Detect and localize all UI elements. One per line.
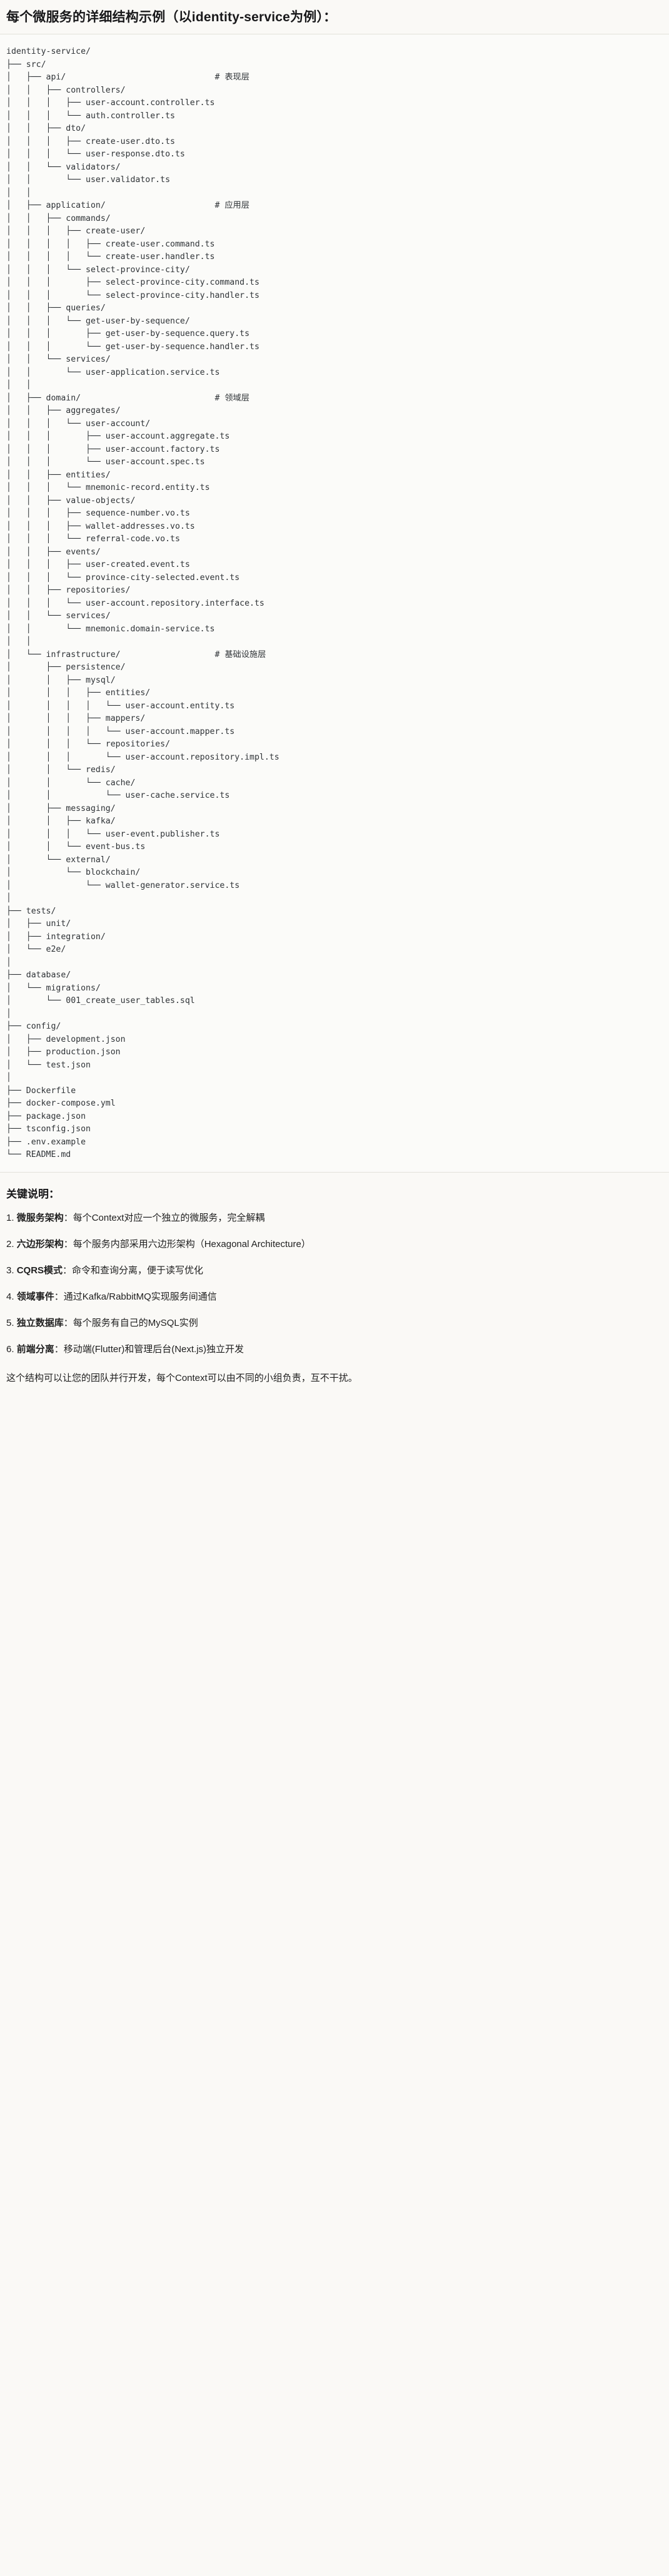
key-point-separator: ： xyxy=(63,1317,73,1328)
key-point-term: CQRS模式 xyxy=(16,1265,63,1276)
closing-paragraph: 这个结构可以让您的团队并行开发，每个Context可以由不同的小组负责，互不干扰… xyxy=(6,1372,358,1383)
key-point-separator: ： xyxy=(63,1265,73,1276)
key-point-item: 1. 微服务架构：每个Context对应一个独立的微服务，完全解耦 xyxy=(6,1211,663,1226)
key-point-description: 通过Kafka/RabbitMQ实现服务间通信 xyxy=(63,1291,217,1302)
key-point-item: 6. 前端分离：移动端(Flutter)和管理后台(Next.js)独立开发 xyxy=(6,1342,663,1357)
key-point-term: 六边形架构 xyxy=(16,1238,64,1250)
page-title: 每个微服务的详细结构示例（以identity-service为例）： xyxy=(6,10,337,24)
key-point-separator: ： xyxy=(63,1238,73,1250)
key-point-term: 领域事件 xyxy=(16,1291,54,1302)
key-point-description: 移动端(Flutter)和管理后台(Next.js)独立开发 xyxy=(63,1343,244,1355)
document-page: 每个微服务的详细结构示例（以identity-service为例）： ident… xyxy=(0,10,669,1398)
key-point-number: 3. xyxy=(6,1265,14,1276)
key-point-term: 独立数据库 xyxy=(16,1317,64,1328)
key-point-number: 4. xyxy=(6,1291,14,1302)
key-point-item: 3. CQRS模式：命令和查询分离，便于读写优化 xyxy=(6,1263,663,1278)
key-point-number: 5. xyxy=(6,1317,14,1328)
key-point-item: 2. 六边形架构：每个服务内部采用六边形架构（Hexagonal Archite… xyxy=(6,1237,663,1252)
directory-tree-block: identity-service/ ├── src/ │ ├── api/ # … xyxy=(0,34,669,1172)
key-point-number: 6. xyxy=(6,1343,14,1355)
divider-bottom xyxy=(0,1171,669,1173)
key-point-term: 前端分离 xyxy=(16,1343,54,1355)
directory-tree: identity-service/ ├── src/ │ ├── api/ # … xyxy=(6,47,279,1160)
key-point-separator: ： xyxy=(63,1212,73,1223)
key-point-number: 1. xyxy=(6,1212,14,1223)
key-point-description: 每个服务有自己的MySQL实例 xyxy=(73,1317,198,1328)
key-point-number: 2. xyxy=(6,1238,14,1250)
key-point-item: 4. 领域事件：通过Kafka/RabbitMQ实现服务间通信 xyxy=(6,1290,663,1305)
key-point-description: 每个服务内部采用六边形架构（Hexagonal Architecture） xyxy=(73,1238,311,1250)
key-point-term: 微服务架构 xyxy=(16,1212,64,1223)
key-points-heading: 关键说明： xyxy=(6,1188,59,1200)
key-point-separator: ： xyxy=(54,1343,64,1355)
key-point-separator: ： xyxy=(54,1291,64,1302)
key-point-description: 每个Context对应一个独立的微服务，完全解耦 xyxy=(73,1212,265,1223)
key-point-item: 5. 独立数据库：每个服务有自己的MySQL实例 xyxy=(6,1316,663,1331)
key-point-description: 命令和查询分离，便于读写优化 xyxy=(72,1265,204,1276)
